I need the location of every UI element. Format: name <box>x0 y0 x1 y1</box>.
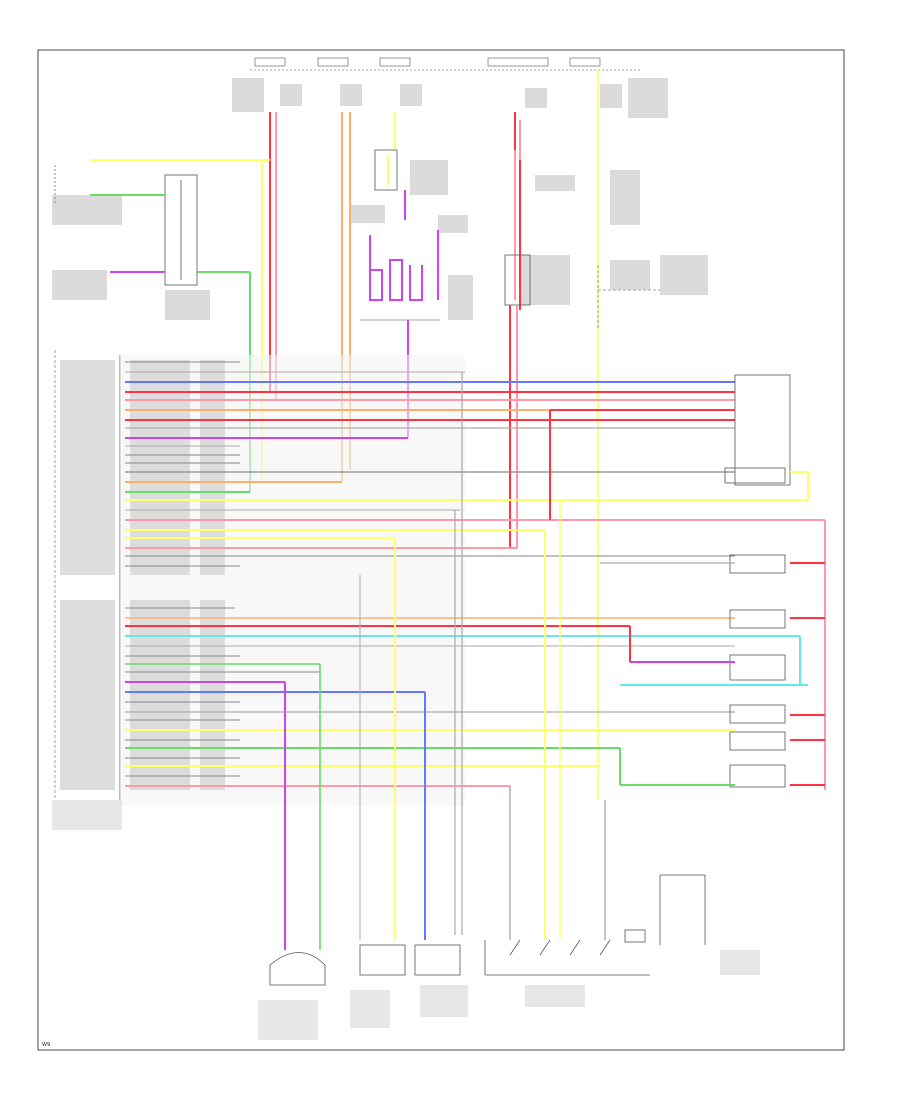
ecm-connector <box>54 350 465 805</box>
bottom-drop-wires <box>284 372 606 950</box>
diagram-border <box>37 49 845 1051</box>
top-right-hookups <box>597 265 660 330</box>
diagram-code: W9 <box>42 1042 50 1048</box>
right-relay-pair <box>504 150 531 548</box>
right-components <box>549 374 826 790</box>
bottom-sensors <box>258 874 760 1040</box>
top-feed-wires <box>269 70 599 800</box>
ecm-upper-wires <box>125 361 825 567</box>
top-label-blocks <box>52 78 708 320</box>
fuse-header <box>250 57 640 71</box>
